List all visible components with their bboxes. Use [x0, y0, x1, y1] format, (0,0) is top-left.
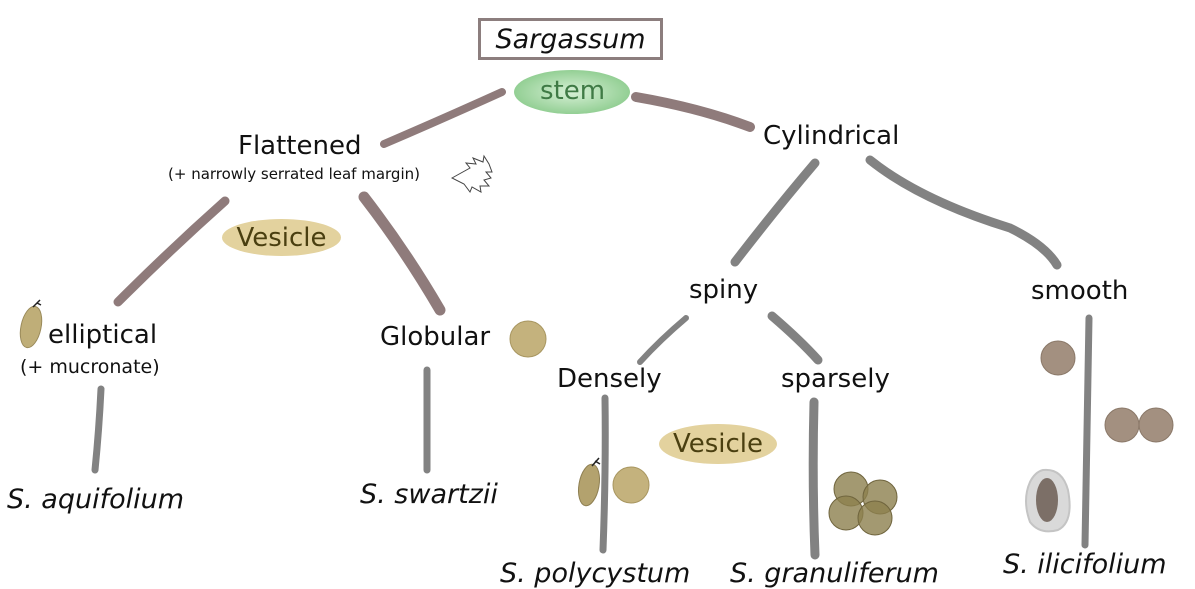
edge-smooth-ilicifolium: [1081, 314, 1093, 549]
flattened-label: Flattened: [238, 131, 362, 161]
edge-stem-flattened: [380, 88, 506, 148]
flattened-note: (+ narrowly serrated leaf margin): [168, 165, 420, 183]
globular-vesicle-icon: [509, 320, 547, 358]
polycystum-vesicles-icon: [577, 457, 650, 507]
edge-flattened-elliptical: [113, 196, 230, 307]
vesicle-label-left: Vesicle: [236, 222, 327, 253]
stem-pill: [514, 70, 630, 114]
root-genus-label: Sargassum: [495, 23, 646, 55]
edge-flattened-globular: [358, 191, 446, 316]
elliptical-note: (+ mucronate): [20, 356, 160, 378]
vesicle-pill-left: Vesicle: [222, 219, 341, 256]
sparsely-label: sparsely: [781, 364, 890, 394]
smooth-label: smooth: [1031, 276, 1129, 306]
globular-label: Globular: [380, 322, 491, 352]
edge-spiny-sparsely: [767, 311, 823, 365]
edge-elliptical-aquifolium: [91, 385, 105, 474]
stem-label: stem: [540, 76, 606, 106]
smooth-vesicle-icon: [1040, 340, 1076, 376]
root-genus-box: Sargassum: [478, 18, 663, 60]
edge-densely-polycystum: [599, 394, 609, 554]
edge-stem-cylindrical: [631, 92, 755, 132]
sectioned-vesicle-icon: [1025, 468, 1071, 533]
cylindrical-label: Cylindrical: [763, 121, 900, 151]
elliptical-vesicle-icon: [19, 299, 43, 349]
spiny-label: spiny: [689, 275, 759, 305]
elliptical-label: elliptical: [48, 320, 158, 350]
edge-sparsely-granuliferum: [808, 397, 820, 560]
species-granuliferum: S. granuliferum: [730, 558, 939, 589]
densely-label: Densely: [557, 364, 662, 394]
granuliferum-vesicles-icon: [828, 471, 898, 536]
paired-vesicles-icon: [1104, 407, 1174, 443]
serrated-leaf-icon: [450, 154, 493, 194]
species-polycystum: S. polycystum: [500, 558, 691, 589]
edge-spiny-densely: [637, 315, 689, 365]
edge-cylindrical-spiny: [730, 158, 820, 267]
vesicle-pill-right: Vesicle: [659, 424, 777, 464]
vesicle-label-right: Vesicle: [672, 429, 764, 459]
species-aquifolium: S. aquifolium: [7, 484, 185, 515]
species-ilicifolium: S. ilicifolium: [1003, 549, 1167, 580]
species-swartzii: S. swartzii: [360, 479, 498, 510]
edge-cylindrical-smooth: [865, 155, 1062, 270]
